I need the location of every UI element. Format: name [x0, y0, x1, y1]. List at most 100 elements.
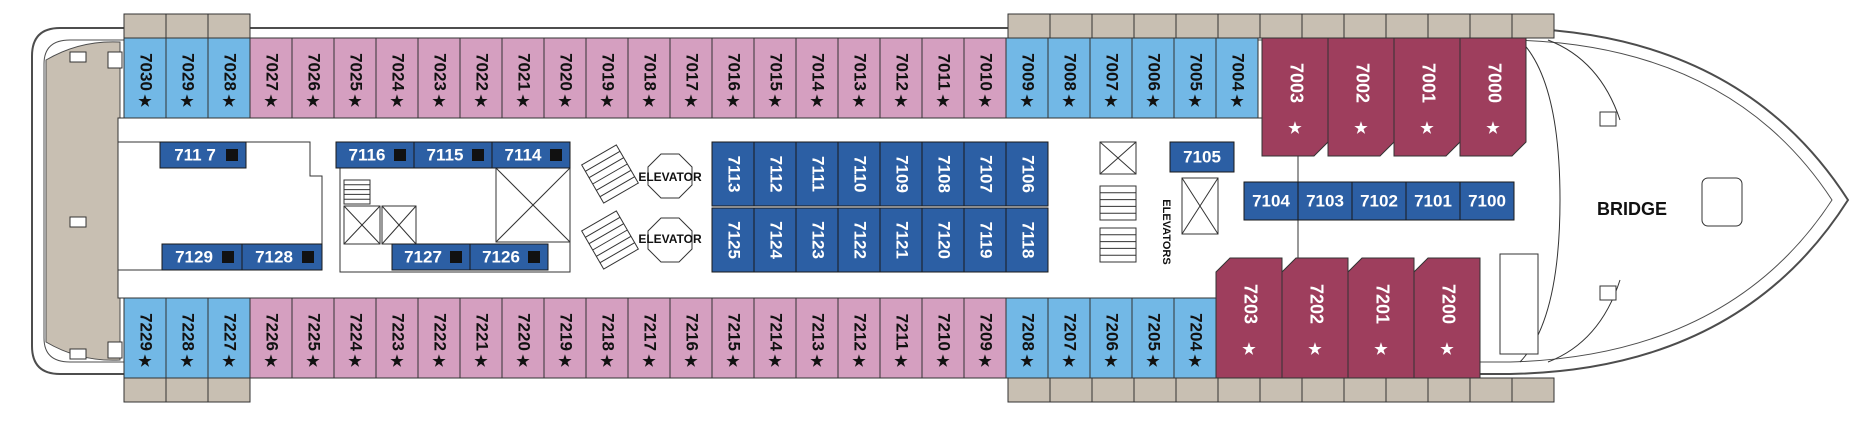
cabin-7208[interactable]: 7208★ [1005, 297, 1049, 379]
cabin-box[interactable] [1173, 297, 1217, 379]
suite-box[interactable] [1327, 37, 1395, 157]
cabin-box[interactable] [543, 297, 587, 379]
cabin-7005[interactable]: 7005★ [1173, 37, 1217, 119]
cabin-7122[interactable]: 7122 [837, 207, 881, 273]
cabin-7008[interactable]: 7008★ [1047, 37, 1091, 119]
cabin-7128[interactable]: 7128 [241, 243, 323, 271]
suite-box[interactable] [1261, 37, 1329, 157]
cabin-7028[interactable]: 7028★ [207, 37, 251, 119]
cabin-7102[interactable]: 7102 [1351, 181, 1407, 221]
cabin-7025[interactable]: 7025★ [333, 37, 377, 119]
cabin-7204[interactable]: 7204★ [1173, 297, 1217, 379]
cabin-7219[interactable]: 7219★ [543, 297, 587, 379]
cabin-7121[interactable]: 7121 [879, 207, 923, 273]
cabin-7030[interactable]: 7030★ [123, 37, 167, 119]
cabin-7226[interactable]: 7226★ [249, 297, 293, 379]
cabin-box[interactable] [753, 141, 797, 207]
cabin-box[interactable] [1089, 297, 1133, 379]
cabin-7119[interactable]: 7119 [963, 207, 1007, 273]
cabin-box[interactable] [711, 141, 755, 207]
cabin-box[interactable] [669, 37, 713, 119]
cabin-box[interactable] [963, 297, 1007, 379]
cabin-7213[interactable]: 7213★ [795, 297, 839, 379]
cabin-7108[interactable]: 7108 [921, 141, 965, 207]
cabin-7118[interactable]: 7118 [1005, 207, 1049, 273]
cabin-box[interactable] [753, 37, 797, 119]
suite-box[interactable] [1347, 257, 1415, 379]
cabin-7215[interactable]: 7215★ [711, 297, 755, 379]
cabin-box[interactable] [1131, 297, 1175, 379]
cabin-box[interactable] [753, 297, 797, 379]
cabin-7225[interactable]: 7225★ [291, 297, 335, 379]
suite-box[interactable] [1393, 37, 1461, 157]
cabin-7010[interactable]: 7010★ [963, 37, 1007, 119]
cabin-7222[interactable]: 7222★ [417, 297, 461, 379]
cabin-7101[interactable]: 7101 [1405, 181, 1461, 221]
cabin-box[interactable] [921, 141, 965, 207]
cabin-box[interactable] [1215, 37, 1259, 119]
cabin-7216[interactable]: 7216★ [669, 297, 713, 379]
cabin-box[interactable] [1047, 297, 1091, 379]
cabin-7223[interactable]: 7223★ [375, 297, 419, 379]
cabin-7211[interactable]: 7211★ [879, 297, 923, 379]
suite-7001[interactable]: 7001★ [1393, 37, 1461, 157]
suite-7003[interactable]: 7003★ [1261, 37, 1329, 157]
cabin-box[interactable] [501, 297, 545, 379]
cabin-7006[interactable]: 7006★ [1131, 37, 1175, 119]
cabin-7018[interactable]: 7018★ [627, 37, 671, 119]
cabin-7019[interactable]: 7019★ [585, 37, 629, 119]
cabin-box[interactable] [543, 37, 587, 119]
cabin-7009[interactable]: 7009★ [1005, 37, 1049, 119]
suite-7203[interactable]: 7203★ [1215, 257, 1283, 379]
cabin-7011[interactable]: 7011★ [921, 37, 965, 119]
cabin-7115[interactable]: 7115 [413, 141, 493, 169]
suite-box[interactable] [1413, 257, 1481, 379]
cabin-box[interactable] [375, 297, 419, 379]
cabin-7110[interactable]: 7110 [837, 141, 881, 207]
cabin-box[interactable] [1405, 181, 1461, 221]
cabin-box[interactable] [207, 37, 251, 119]
cabin-7124[interactable]: 7124 [753, 207, 797, 273]
cabin-7023[interactable]: 7023★ [417, 37, 461, 119]
cabin-7103[interactable]: 7103 [1297, 181, 1353, 221]
cabin-box[interactable] [837, 37, 881, 119]
cabin-box[interactable] [1459, 181, 1515, 221]
cabin-7224[interactable]: 7224★ [333, 297, 377, 379]
cabin-7228[interactable]: 7228★ [165, 297, 209, 379]
cabin-box[interactable] [375, 37, 419, 119]
cabin-box[interactable] [207, 297, 251, 379]
cabin-box[interactable] [921, 297, 965, 379]
cabin-7113[interactable]: 7113 [711, 141, 755, 207]
cabin-7021[interactable]: 7021★ [501, 37, 545, 119]
cabin-7206[interactable]: 7206★ [1089, 297, 1133, 379]
cabin-box[interactable] [879, 141, 923, 207]
cabin-7029[interactable]: 7029★ [165, 37, 209, 119]
cabin-box[interactable] [333, 37, 377, 119]
cabin-7125[interactable]: 7125 [711, 207, 755, 273]
cabin-7027[interactable]: 7027★ [249, 37, 293, 119]
cabin-7214[interactable]: 7214★ [753, 297, 797, 379]
cabin-box[interactable] [879, 37, 923, 119]
cabin-box[interactable] [963, 207, 1007, 273]
suite-box[interactable] [1281, 257, 1349, 379]
cabin-7205[interactable]: 7205★ [1131, 297, 1175, 379]
cabin-7129[interactable]: 7129 [161, 243, 243, 271]
cabin-box[interactable] [1005, 141, 1049, 207]
cabin-box[interactable] [1005, 37, 1049, 119]
cabin-7227[interactable]: 7227★ [207, 297, 251, 379]
cabin-box[interactable] [501, 37, 545, 119]
cabin-box[interactable] [1297, 181, 1353, 221]
cabin-box[interactable] [585, 37, 629, 119]
cabin-box[interactable] [921, 207, 965, 273]
cabin-7015[interactable]: 7015★ [753, 37, 797, 119]
cabin-box[interactable] [1047, 37, 1091, 119]
cabin-7106[interactable]: 7106 [1005, 141, 1049, 207]
cabin-box[interactable] [249, 297, 293, 379]
cabin-box[interactable] [879, 207, 923, 273]
cabin-7020[interactable]: 7020★ [543, 37, 587, 119]
cabin-box[interactable] [1351, 181, 1407, 221]
cabin-7120[interactable]: 7120 [921, 207, 965, 273]
cabin-box[interactable] [795, 297, 839, 379]
cabin-7112[interactable]: 7112 [753, 141, 797, 207]
cabin-7221[interactable]: 7221★ [459, 297, 503, 379]
